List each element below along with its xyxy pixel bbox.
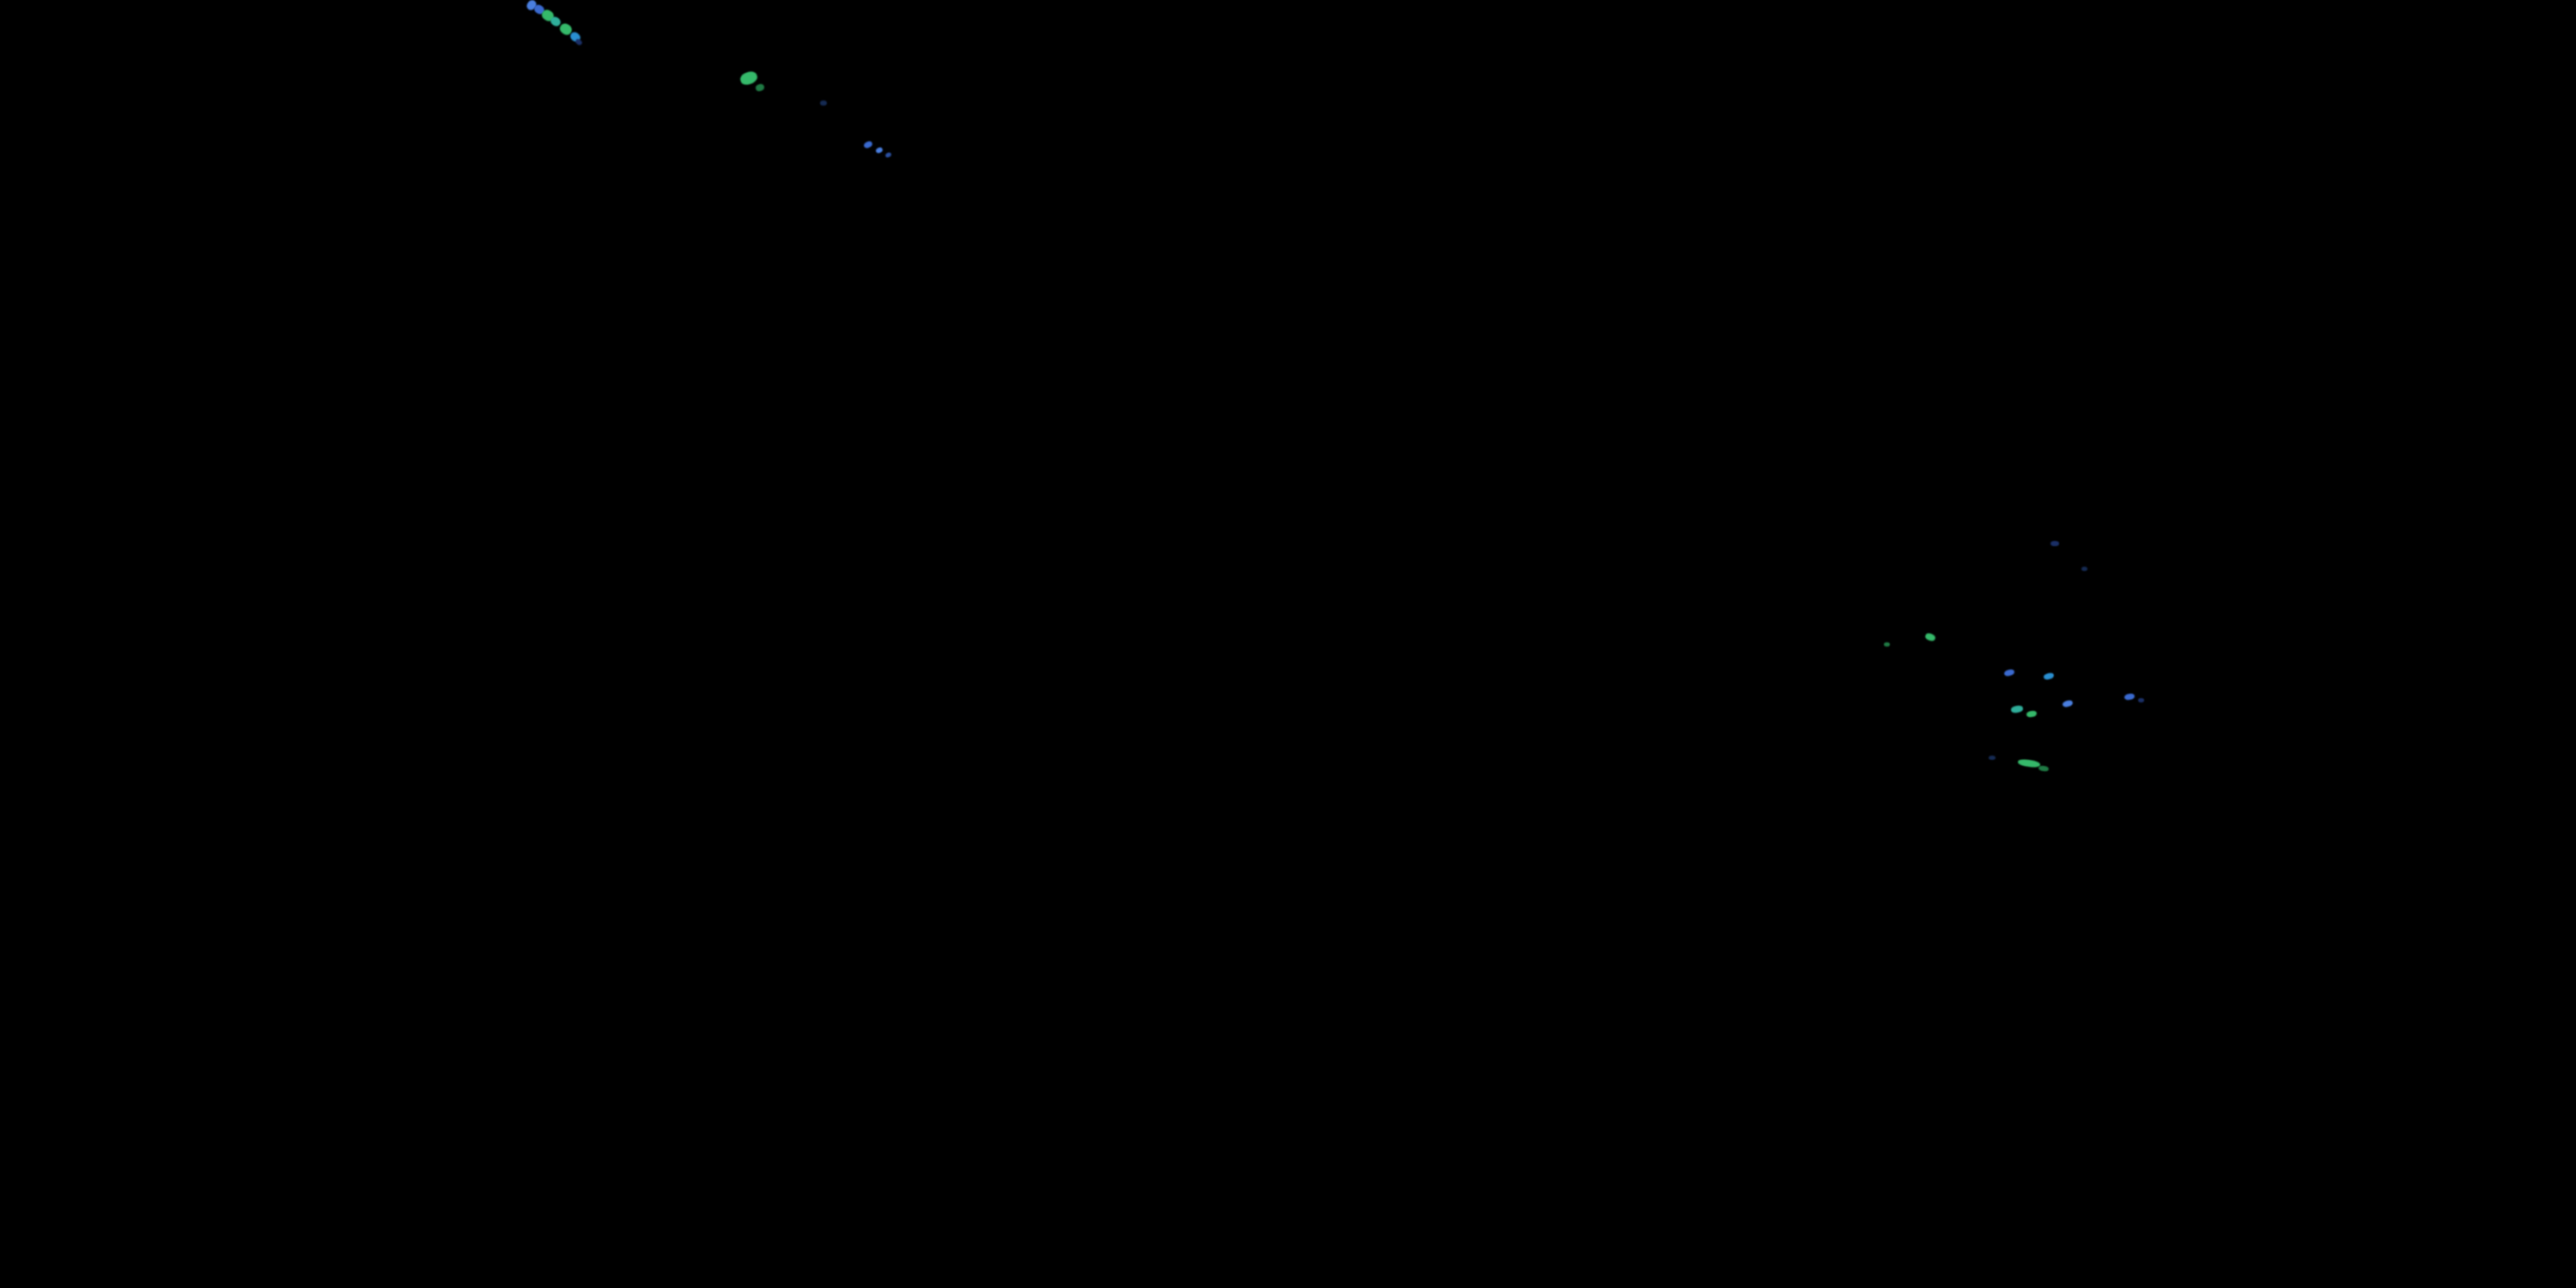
radar-echo [2003, 668, 2015, 677]
radar-echo [2043, 671, 2055, 681]
radar-echo [875, 146, 884, 155]
radar-echo [2026, 710, 2038, 718]
radar-echo [2017, 758, 2041, 769]
radar-echo [2081, 567, 2087, 571]
radar-echo [2038, 765, 2050, 772]
radar-echo [862, 140, 874, 149]
radar-echo [738, 70, 759, 87]
radar-echo [2050, 541, 2059, 546]
radar-echo [2062, 699, 2074, 708]
radar-echo [1989, 756, 1996, 760]
radar-echo [2010, 704, 2024, 714]
radar-echo [1884, 642, 1890, 647]
radar-echo [1923, 632, 1937, 642]
radar-echo [820, 100, 827, 106]
radar-echo [574, 38, 583, 46]
radar-echo [2138, 698, 2144, 702]
radar-echo [2123, 693, 2136, 701]
radar-echo [884, 151, 892, 159]
radar-echo [754, 82, 766, 93]
